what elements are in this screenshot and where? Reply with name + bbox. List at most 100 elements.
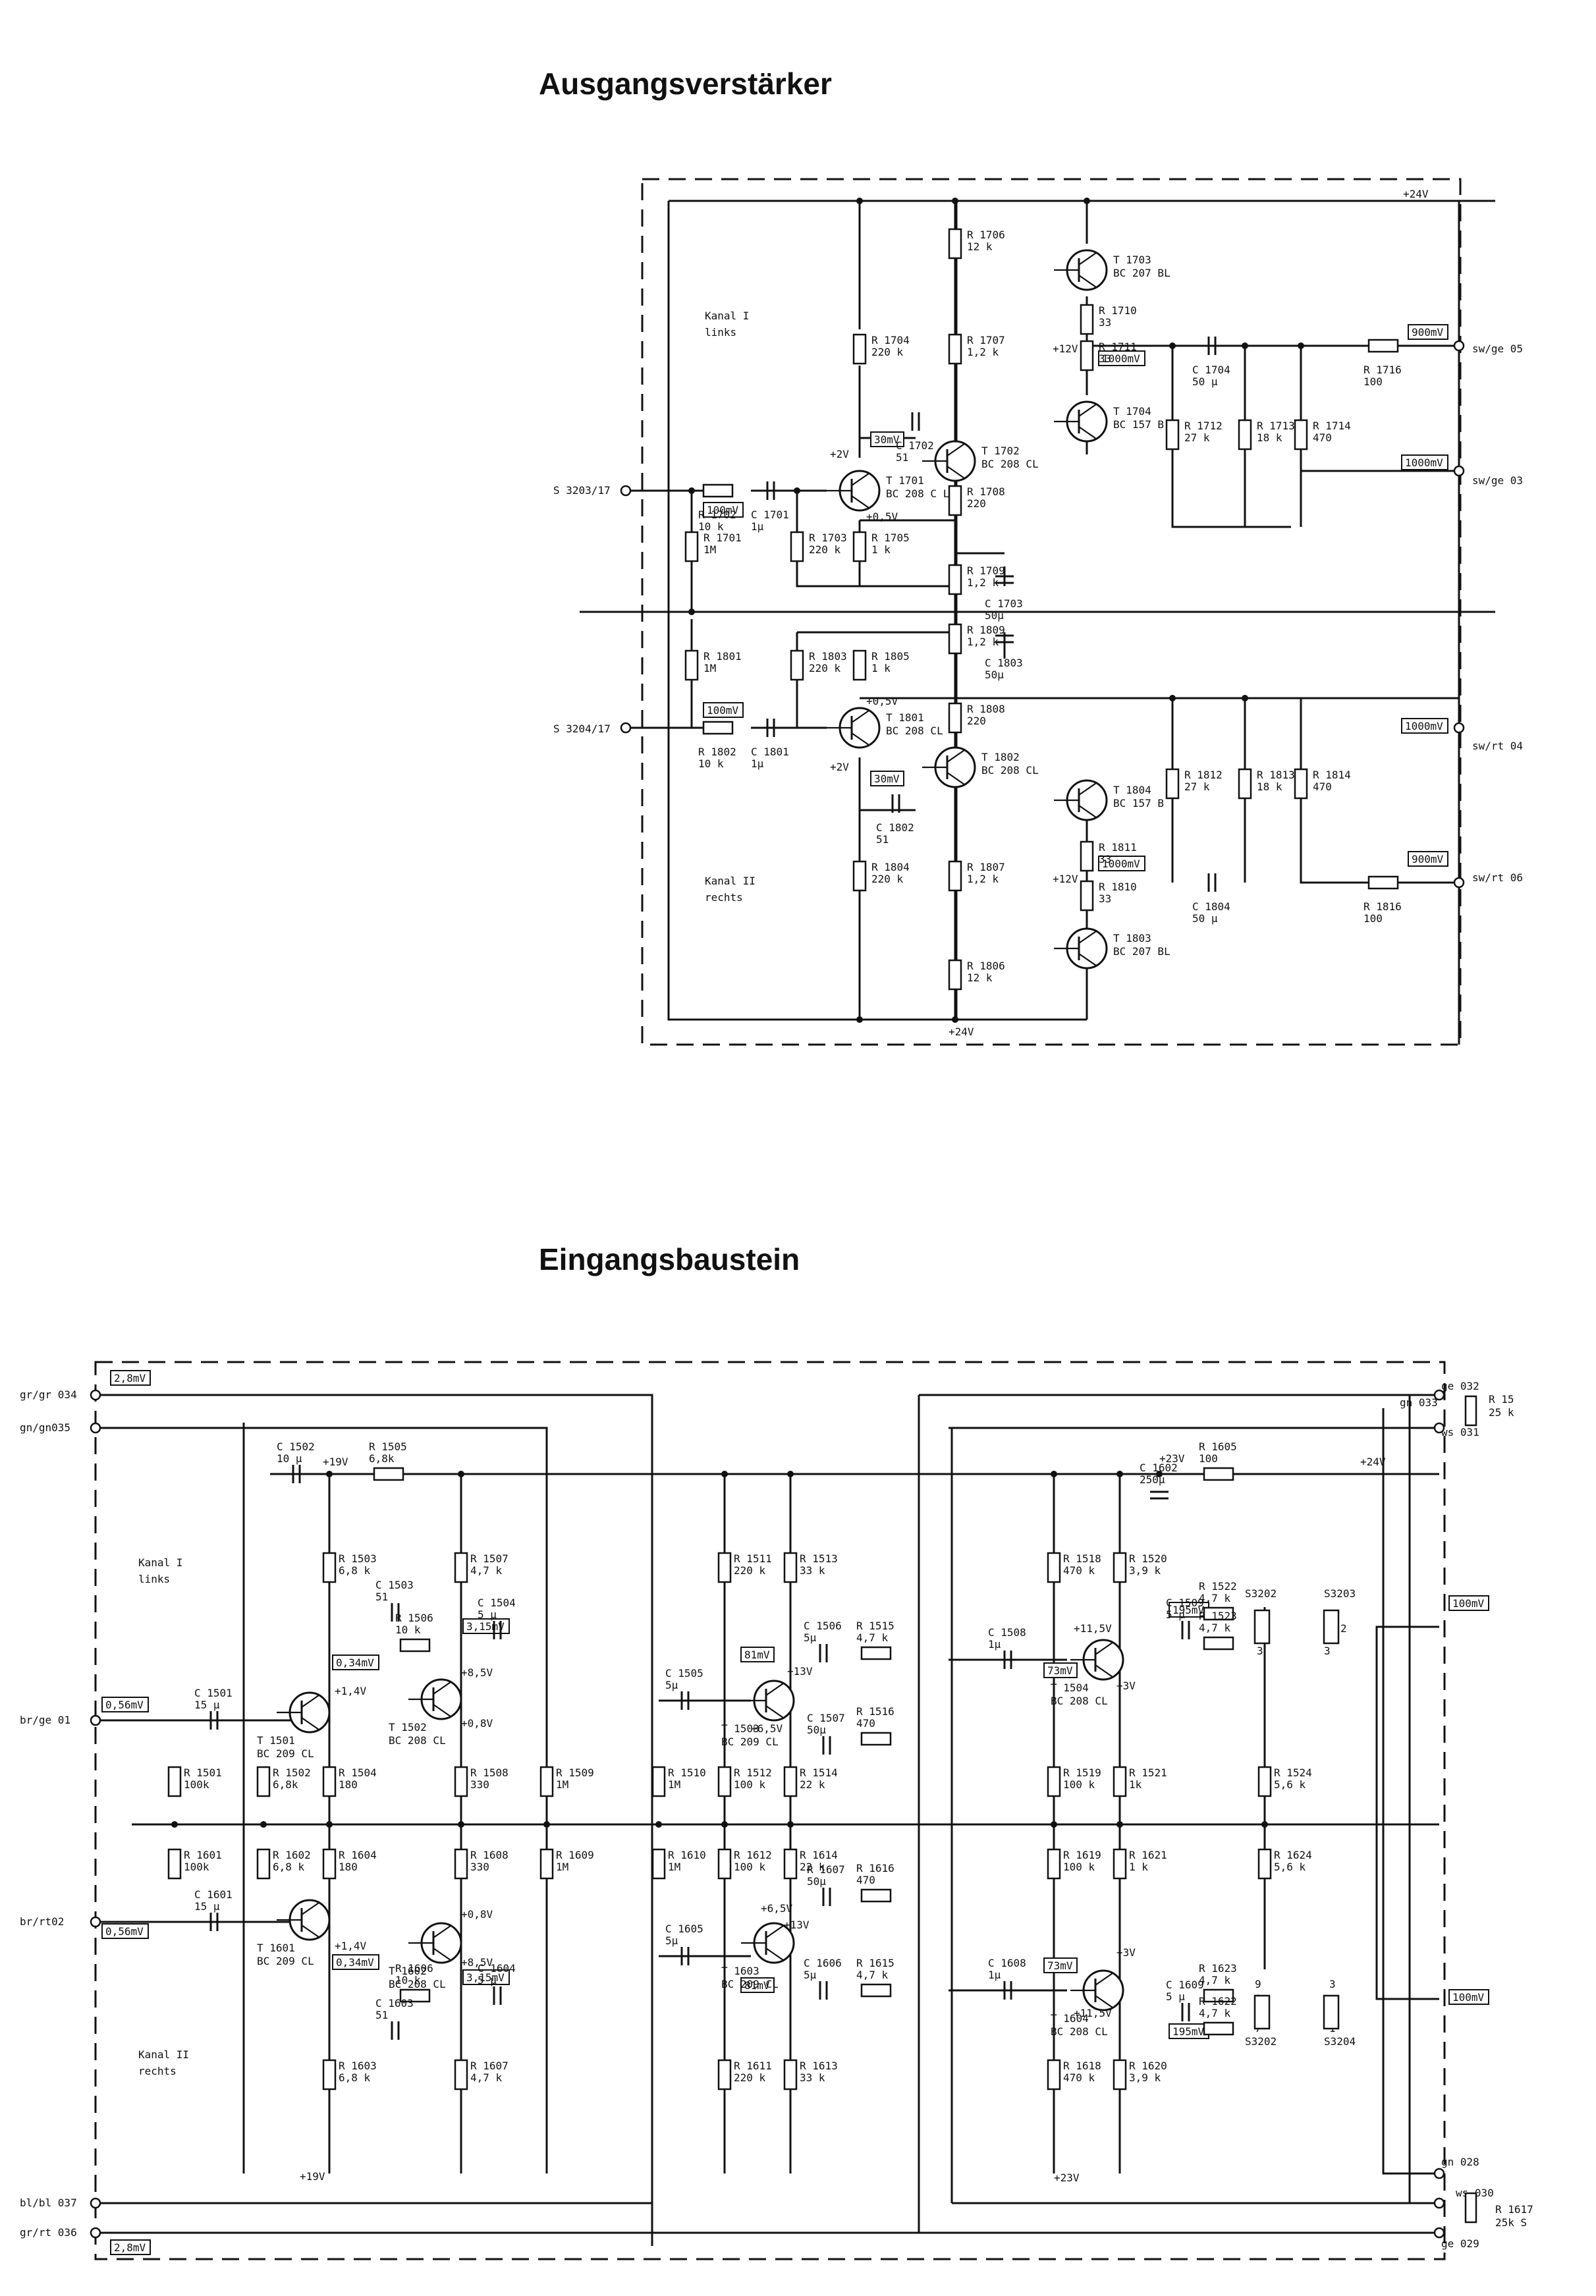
- output-label: sw/ge 05: [1472, 342, 1523, 355]
- component-ref: R 1609: [556, 1849, 594, 1861]
- component-value: 15 μ: [194, 1900, 220, 1913]
- junction-dot: [794, 487, 800, 494]
- junction-dot: [1242, 342, 1248, 349]
- component-value: 220: [967, 497, 986, 510]
- junction-dot: [1051, 1471, 1057, 1477]
- resistor-symbol: [790, 531, 804, 562]
- terminal-connector: [1433, 1389, 1445, 1401]
- channel-label: Kanal I: [138, 1556, 182, 1569]
- terminal-label: br/rt02: [20, 1915, 64, 1928]
- component-value: 100k: [184, 1861, 209, 1873]
- component-value: 50μ: [985, 669, 1004, 681]
- component-ref: R 1610: [668, 1849, 706, 1861]
- component-ref: R 1604: [339, 1849, 377, 1861]
- resistor-symbol: [1203, 1636, 1234, 1651]
- component-value: 6,8k: [273, 1778, 298, 1791]
- component-value: 33: [1099, 853, 1111, 865]
- component-value: 4,7 k: [470, 2071, 503, 2084]
- resistor-symbol: [454, 1766, 468, 1797]
- component-ref: R 1806: [967, 960, 1005, 972]
- component-value: 4,7 k: [1199, 1974, 1231, 1986]
- terminal-connector: [90, 1389, 101, 1401]
- component-ref: R 1607: [470, 2060, 509, 2072]
- transistor-symbol: [1078, 404, 1097, 417]
- component-value: 10 k: [395, 1624, 421, 1636]
- input-label: S 3203/17: [553, 484, 611, 497]
- level-value: 195mV: [1172, 1604, 1205, 1616]
- resistor-symbol: [1080, 840, 1094, 872]
- component-value: 100 k: [734, 1778, 766, 1791]
- level-value: 2,8mV: [114, 2241, 146, 2254]
- junction-dot: [856, 198, 863, 204]
- component-value: 33: [1099, 892, 1111, 905]
- component-value: BC 208 CL: [981, 458, 1039, 470]
- component-ref: R 1601: [184, 1849, 222, 1861]
- component-value: 27 k: [1184, 431, 1210, 444]
- level-box: [870, 771, 904, 786]
- component-value: 1 k: [1129, 1861, 1148, 1873]
- output-label: sw/rt 06: [1472, 871, 1523, 884]
- component-value: BC 157 B: [1113, 797, 1164, 809]
- component-ref: R 1706: [967, 229, 1005, 241]
- terminal-label: br/ge 01: [20, 1714, 70, 1726]
- resistor-symbol: [322, 1552, 337, 1583]
- terminal-connector: [1453, 340, 1465, 352]
- transistor-symbol: [1095, 1664, 1113, 1678]
- resistor-symbol: [702, 483, 734, 498]
- switch-pin: 3: [1324, 1645, 1331, 1657]
- component-value: 50μ: [985, 609, 1004, 622]
- component-value: 4,7 k: [1199, 1592, 1231, 1604]
- transistor-symbol: [851, 710, 869, 723]
- component-ref: R 1515: [856, 1620, 894, 1632]
- component-ref: C 1501: [194, 1687, 233, 1699]
- switch-pin: 9: [1255, 1978, 1261, 1990]
- resistor-symbol: [684, 649, 699, 681]
- component-ref: R 1716: [1363, 364, 1402, 376]
- component-value: 1,2 k: [967, 873, 999, 885]
- component-ref: R 1518: [1063, 1552, 1101, 1565]
- component-ref: R 1516: [856, 1705, 894, 1718]
- component-ref: R 1520: [1129, 1552, 1167, 1565]
- resistor-symbol: [684, 531, 699, 562]
- voltage-label: +0,5V: [866, 695, 898, 707]
- resistor-symbol: [454, 1552, 468, 1583]
- component-ref: T 1804: [1113, 784, 1151, 796]
- component-ref: R 1509: [556, 1766, 594, 1779]
- transistor-symbol: [947, 443, 965, 456]
- pot-value: 25 k: [1489, 1406, 1514, 1419]
- component-value: 100 k: [1063, 1861, 1095, 1873]
- component-value: 22 k: [800, 1861, 825, 1873]
- component-value: 220 k: [809, 543, 841, 556]
- component-ref: R 1623: [1199, 1962, 1237, 1975]
- component-ref: R 1801: [703, 650, 742, 663]
- resistor-symbol: [1257, 1848, 1272, 1880]
- component-ref: R 1501: [184, 1766, 222, 1779]
- level-value: 100mV: [1452, 1991, 1485, 2004]
- component-value: 10 k: [698, 757, 724, 770]
- channel-label: links: [705, 326, 736, 339]
- channel-label: Kanal II: [138, 2048, 189, 2061]
- resistor-symbol: [717, 1552, 732, 1583]
- component-ref: T 1502: [389, 1721, 427, 1734]
- component-value: 100 k: [734, 1861, 766, 1873]
- resistor-symbol: [1080, 304, 1094, 335]
- transistor-symbol: [947, 750, 965, 763]
- component-ref: C 1503: [375, 1579, 414, 1591]
- component-value: 100: [1363, 912, 1383, 925]
- component-value: 1,2 k: [967, 636, 999, 648]
- level-value: 3,15mV: [466, 1620, 505, 1633]
- level-value: 100mV: [1452, 1597, 1485, 1610]
- component-value: 10 μ: [277, 1452, 302, 1465]
- title-eingangsbaustein: Eingangsbaustein: [539, 1242, 800, 1276]
- component-ref: T 1704: [1113, 405, 1151, 418]
- terminal-connector: [90, 1714, 101, 1726]
- component-value: BC 208 CL: [1051, 2025, 1108, 2038]
- switch-label: S3202: [1245, 1587, 1277, 1600]
- transistor-symbol: [301, 1695, 319, 1708]
- terminal-connector: [1433, 1422, 1445, 1434]
- component-value: BC 208 C L: [886, 487, 949, 500]
- component-ref: C 1502: [277, 1440, 315, 1453]
- resistor-symbol: [1203, 1988, 1234, 2003]
- component-value: 12 k: [967, 240, 993, 253]
- junction-dot: [1051, 1821, 1057, 1828]
